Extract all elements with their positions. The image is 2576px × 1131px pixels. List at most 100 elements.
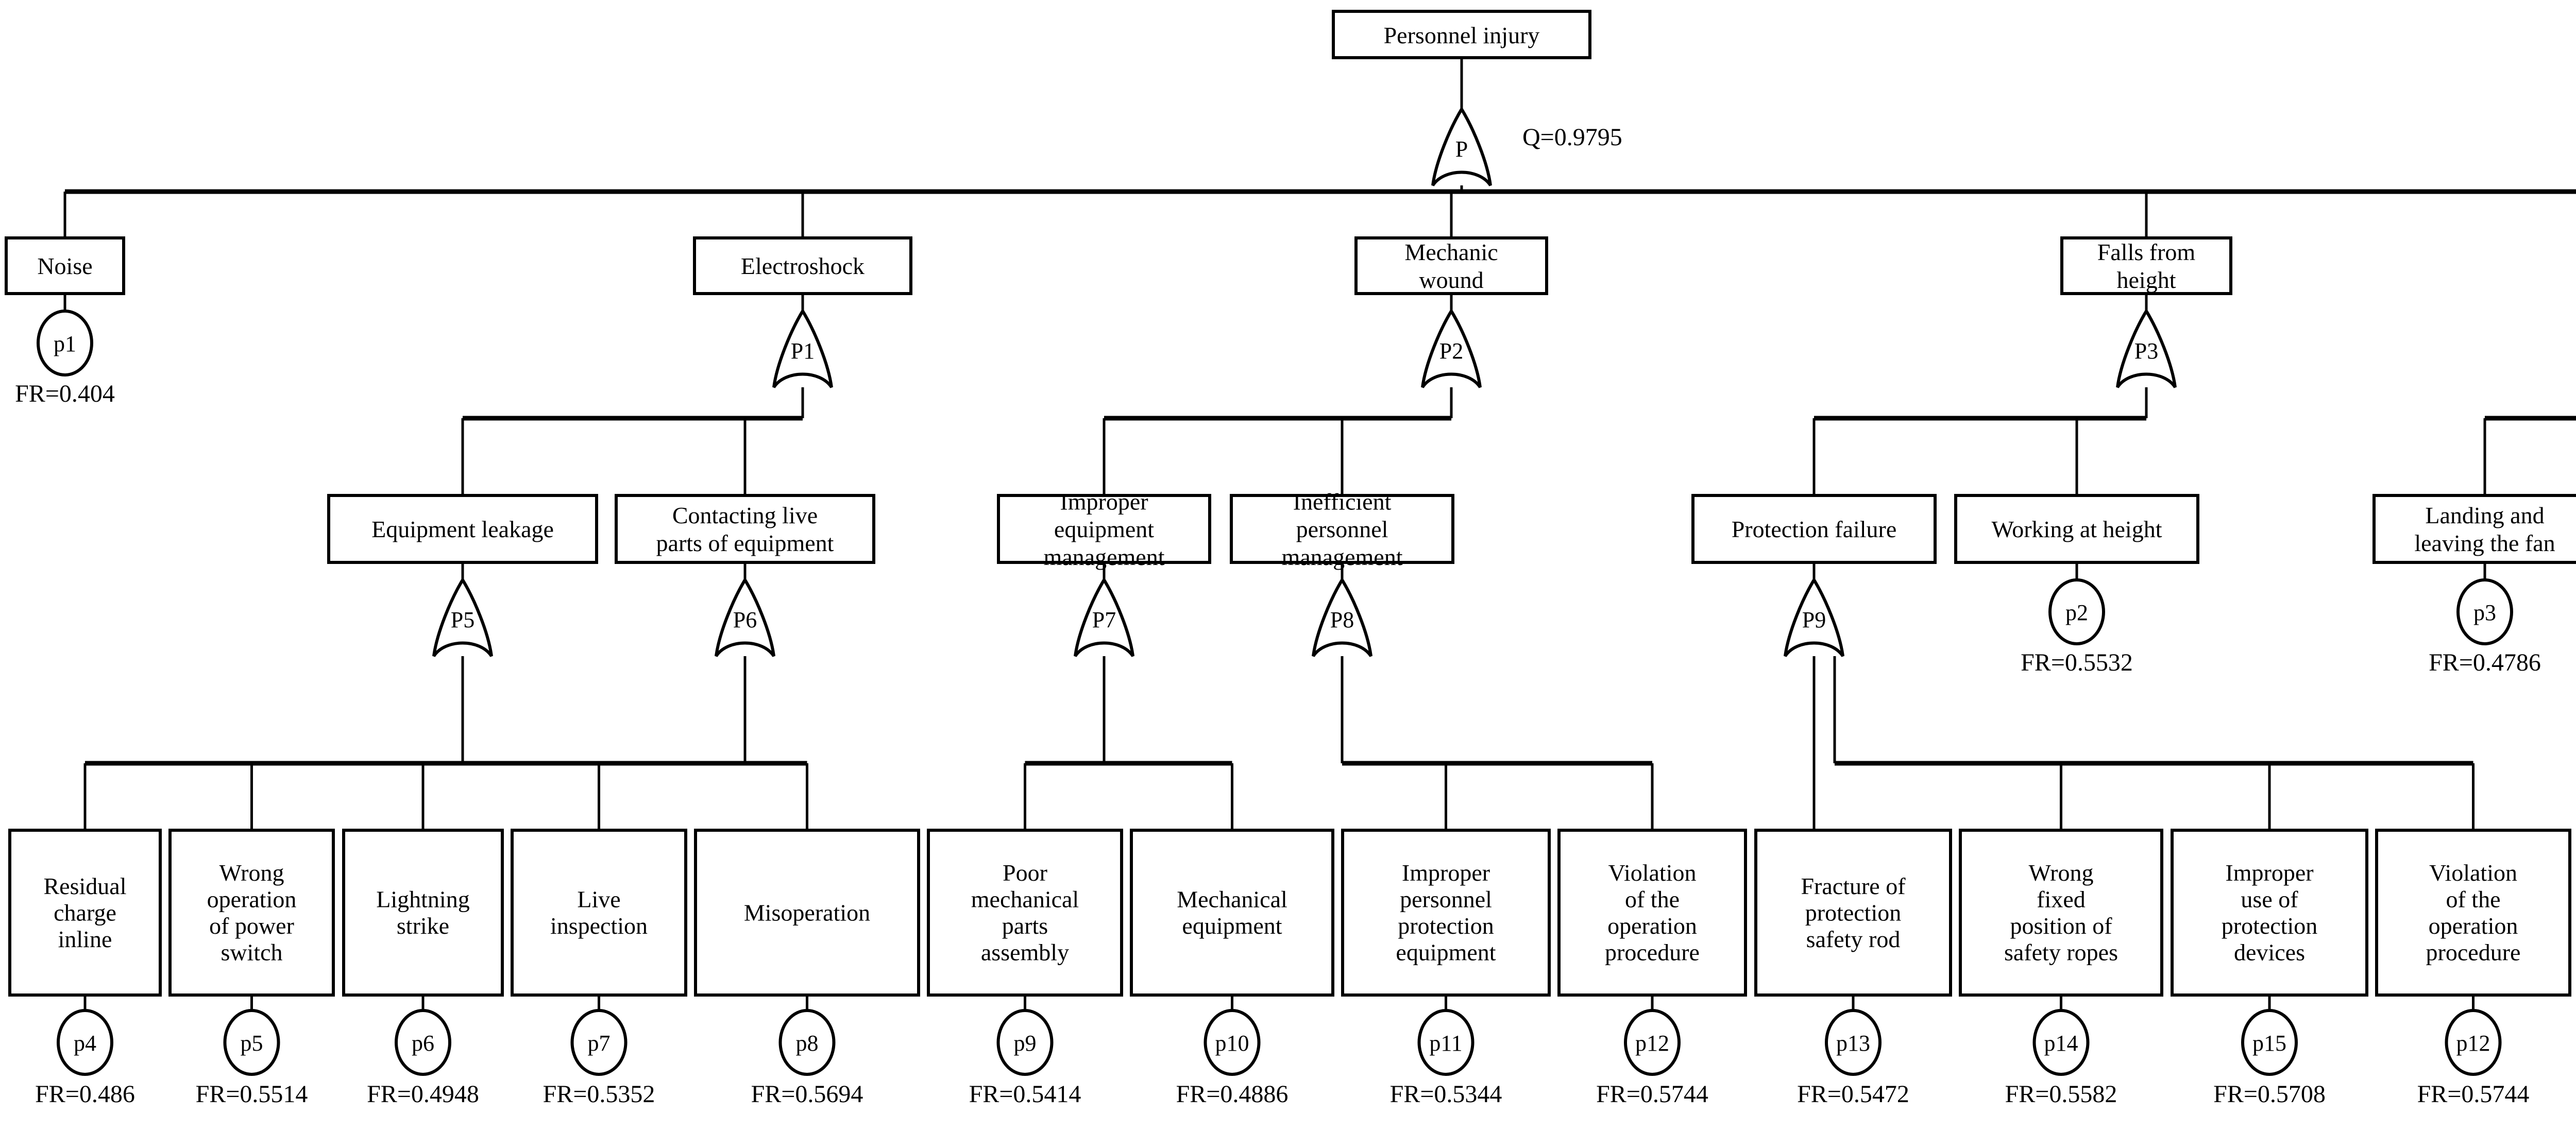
fr-label-leaf-11: FR=0.5708 — [2213, 1081, 2326, 1108]
top-probability-label: Q=0.9795 — [1522, 124, 1622, 151]
svg-text:mechanical: mechanical — [971, 886, 1079, 913]
svg-text:P8: P8 — [1330, 607, 1354, 632]
svg-text:p8: p8 — [796, 1031, 819, 1056]
svg-text:operation: operation — [1607, 913, 1697, 939]
basic-event-leaf-4[interactable]: p8 — [778, 1009, 836, 1076]
svg-text:p7: p7 — [588, 1031, 611, 1056]
svg-text:operation: operation — [2429, 913, 2518, 939]
basic-event-leaf-11[interactable]: p15 — [2241, 1009, 2298, 1076]
level2-box-1-label: Electroshock — [741, 253, 865, 279]
gate-P[interactable]: P — [1431, 106, 1492, 186]
svg-text:p5: p5 — [241, 1031, 263, 1056]
fr-label-leaf-8: FR=0.5744 — [1596, 1081, 1708, 1108]
gate-P8[interactable]: P8 — [1312, 577, 1372, 657]
fr-label-leaf-0: FR=0.486 — [35, 1081, 135, 1108]
gate-P3[interactable]: P3 — [2116, 308, 2177, 388]
gate-P5[interactable]: P5 — [432, 577, 493, 657]
level2-box-1[interactable]: Electroshock — [693, 236, 912, 295]
svg-text:Poor: Poor — [1003, 860, 1047, 886]
top-event-box[interactable]: Personnel injury — [1332, 10, 1591, 59]
svg-text:Electroshock: Electroshock — [741, 253, 865, 279]
fr-label-leaf-1: FR=0.5514 — [196, 1081, 308, 1108]
svg-text:p4: p4 — [74, 1031, 96, 1056]
fr-label-leaf-3: FR=0.5352 — [543, 1081, 655, 1108]
level2-box-0[interactable]: Noise — [5, 236, 125, 295]
svg-text:P2: P2 — [1439, 338, 1463, 364]
basic-event-leaf-12[interactable]: p12 — [2445, 1009, 2502, 1076]
svg-text:Violation: Violation — [2429, 860, 2517, 886]
svg-text:Lightning: Lightning — [376, 886, 469, 913]
svg-text:p12: p12 — [2456, 1031, 2490, 1056]
svg-text:p15: p15 — [2252, 1031, 2286, 1056]
gate-P6[interactable]: P6 — [715, 577, 775, 657]
level3-box-4[interactable]: Protection failure — [1691, 494, 1937, 564]
basic-event-leaf-6[interactable]: p10 — [1204, 1009, 1261, 1076]
basic-event-p2[interactable]: p2 — [2048, 578, 2105, 645]
basic-event-leaf-5[interactable]: p9 — [996, 1009, 1054, 1076]
svg-text:procedure: procedure — [1605, 939, 1700, 966]
basic-event-leaf-9[interactable]: p13 — [1825, 1009, 1882, 1076]
basic-event-p1[interactable]: p1 — [37, 310, 93, 376]
level3-box-5-label: Working at height — [1991, 516, 2162, 542]
basic-event-leaf-1[interactable]: p5 — [223, 1009, 280, 1076]
gate-P2[interactable]: P2 — [1421, 308, 1482, 388]
svg-text:safety rod: safety rod — [1806, 926, 1901, 952]
gate-P1[interactable]: P1 — [772, 308, 833, 388]
svg-text:Mechanic: Mechanic — [1404, 239, 1498, 265]
svg-text:p9: p9 — [1014, 1031, 1037, 1056]
svg-text:fixed: fixed — [2037, 886, 2086, 913]
svg-text:switch: switch — [221, 939, 282, 966]
gate-P9[interactable]: P9 — [1784, 577, 1844, 657]
basic-event-p3[interactable]: p3 — [2456, 578, 2513, 645]
leaf-box-4[interactable]: Misoperation — [694, 829, 920, 997]
basic-event-leaf-10[interactable]: p14 — [2032, 1009, 2090, 1076]
basic-event-leaf-7[interactable]: p11 — [1417, 1009, 1475, 1076]
svg-text:Residual: Residual — [44, 873, 127, 899]
svg-text:charge: charge — [54, 899, 116, 926]
fr-label-p3: FR=0.4786 — [2429, 649, 2541, 676]
svg-text:Equipment leakage: Equipment leakage — [371, 516, 554, 542]
gate-P7[interactable]: P7 — [1074, 577, 1134, 657]
fr-label-leaf-2: FR=0.4948 — [367, 1081, 479, 1108]
basic-event-leaf-2[interactable]: p6 — [395, 1009, 451, 1076]
svg-text:p3: p3 — [2473, 600, 2496, 625]
basic-event-leaf-0[interactable]: p4 — [57, 1009, 113, 1076]
svg-text:p13: p13 — [1836, 1031, 1870, 1056]
level3-box-0[interactable]: Equipment leakage — [327, 494, 598, 564]
svg-text:operation: operation — [207, 886, 297, 913]
fr-label-leaf-6: FR=0.4886 — [1176, 1081, 1289, 1108]
level3-box-5[interactable]: Working at height — [1954, 494, 2199, 564]
basic-event-leaf-3[interactable]: p7 — [570, 1009, 628, 1076]
basic-event-leaf-8[interactable]: p12 — [1624, 1009, 1681, 1076]
svg-text:Protection failure: Protection failure — [1732, 516, 1897, 542]
svg-text:P6: P6 — [733, 607, 757, 632]
svg-text:equipment: equipment — [1054, 516, 1154, 542]
svg-text:position of: position of — [2010, 913, 2112, 939]
fr-label-leaf-9: FR=0.5472 — [1797, 1081, 1909, 1108]
